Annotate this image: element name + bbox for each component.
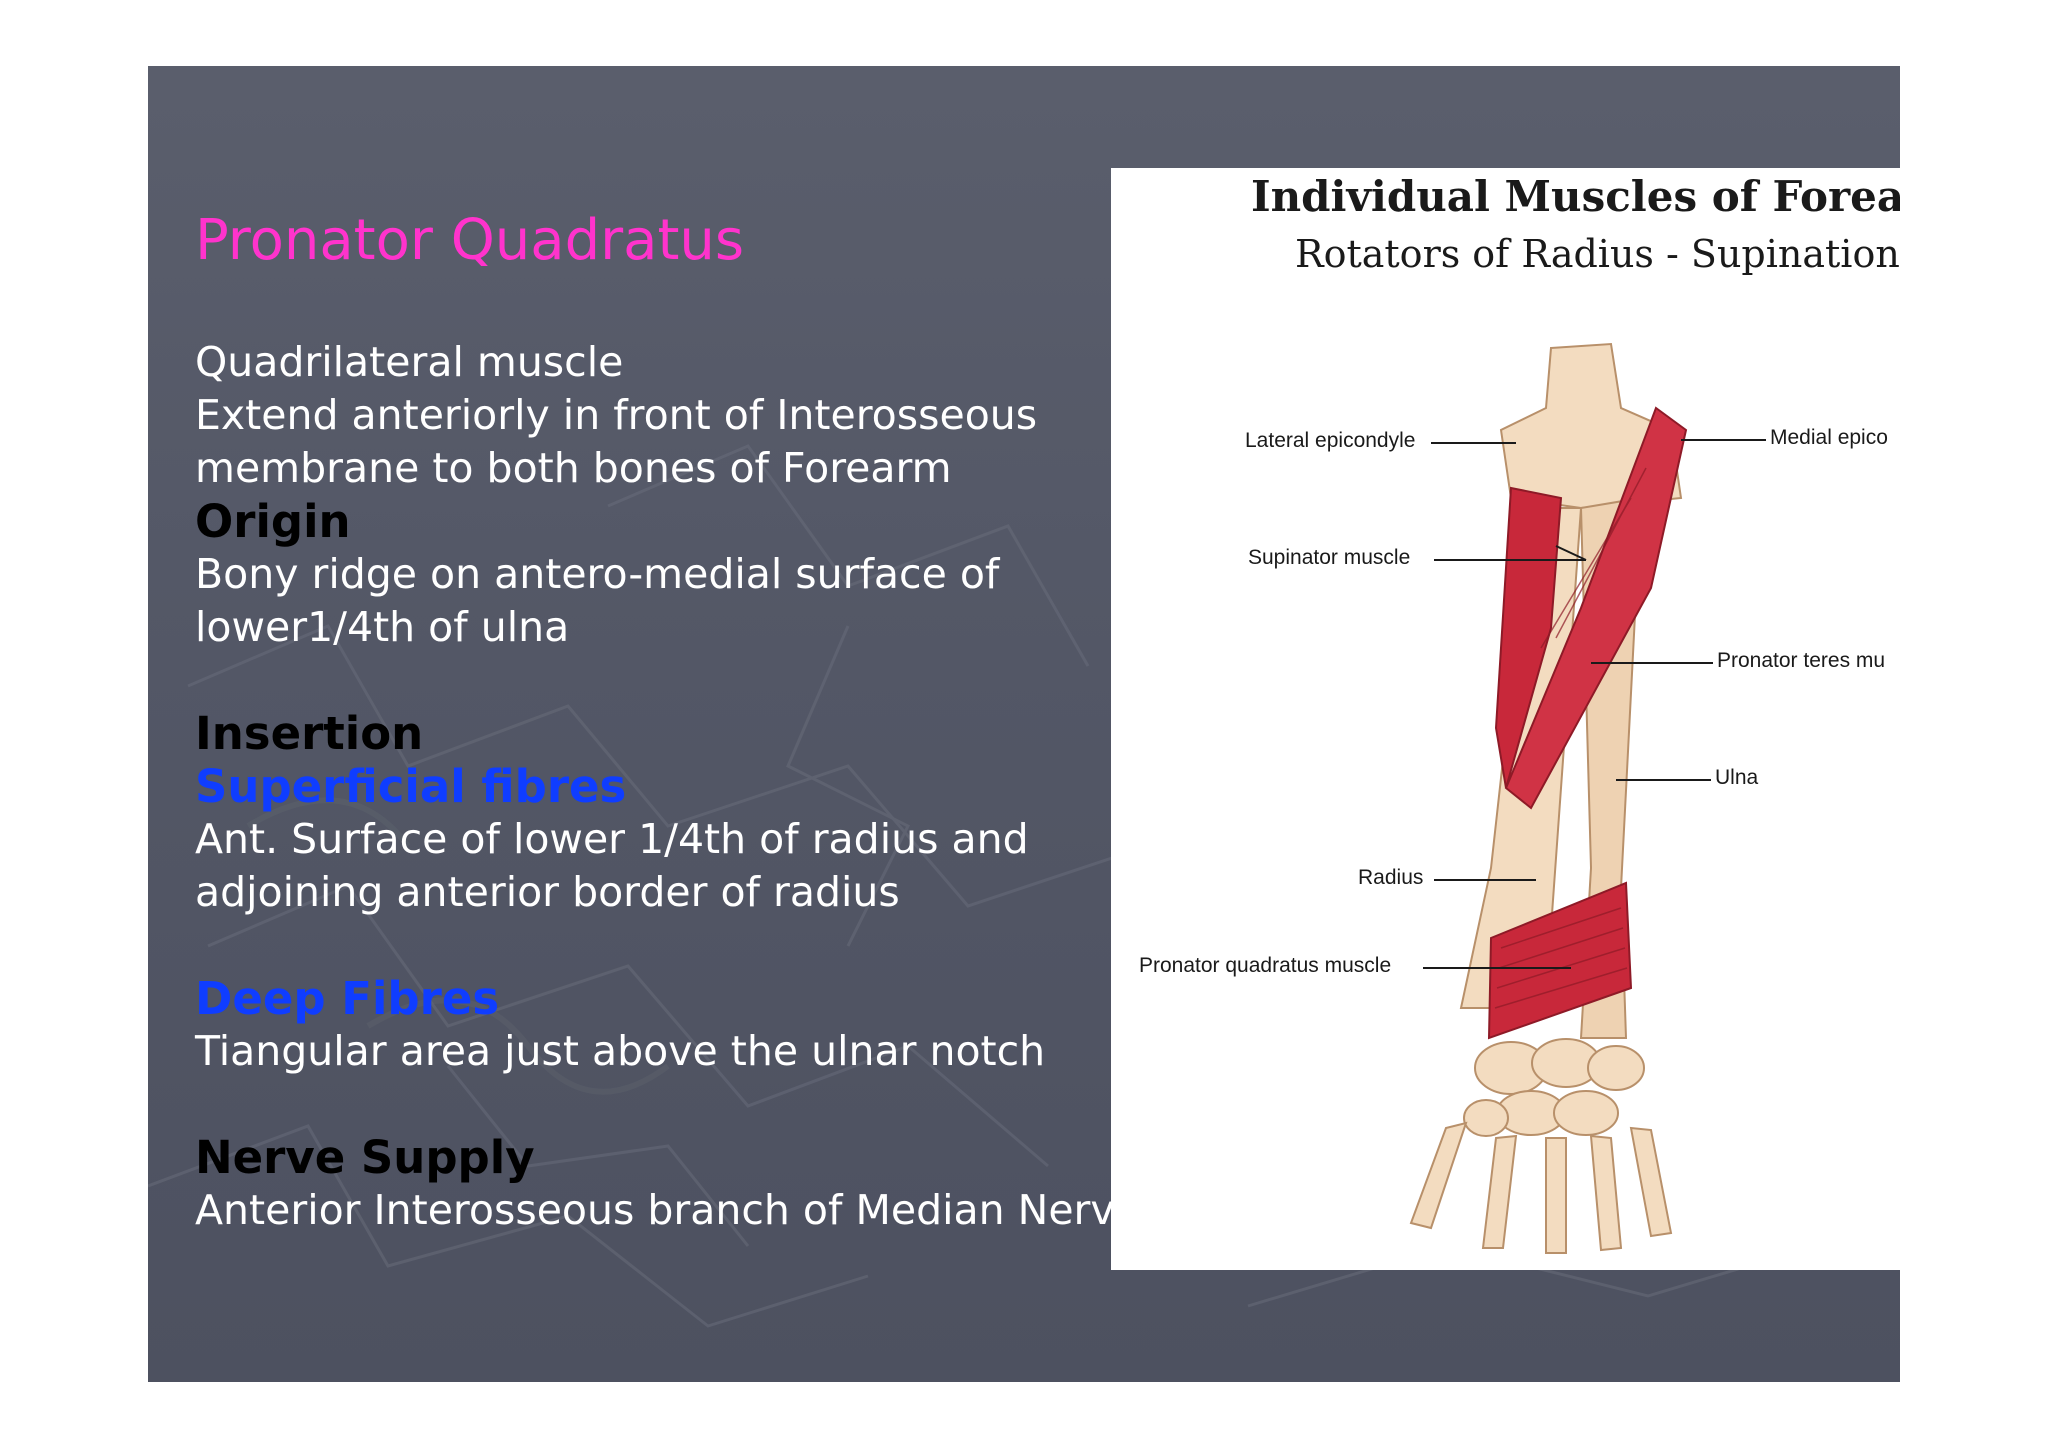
metacarpal-bones <box>1409 1121 1673 1254</box>
spacer <box>195 919 1195 972</box>
slide-title: Pronator Quadratus <box>195 208 745 273</box>
label-lateral-epicondyle: Lateral epicondyle <box>1245 429 1416 452</box>
figure-subtitle: Rotators of Radius - Supination <box>1295 232 1900 276</box>
origin-text: lower1/4th of ulna <box>195 603 570 651</box>
deep-fibres-text: Tiangular area just above the ulnar notc… <box>195 1027 1046 1075</box>
carpal-bones <box>1463 1038 1645 1137</box>
nerve-supply-text: Anterior Interosseous branch of Median N… <box>195 1186 1140 1234</box>
supinator-muscle-shape <box>1494 486 1563 789</box>
forearm-anatomy-drawing <box>1409 342 1766 1254</box>
forearm-illustration: Individual Muscles of Forearm Rotators o… <box>1111 168 1900 1270</box>
label-ulna: Ulna <box>1715 766 1759 789</box>
label-supinator-muscle: Supinator muscle <box>1248 546 1411 569</box>
slide: Pronator Quadratus Quadrilateral muscle … <box>148 66 1900 1382</box>
text-column: Pronator Quadratus Quadrilateral muscle … <box>195 206 1195 1237</box>
figure-title: Individual Muscles of Forearm <box>1251 172 1900 221</box>
label-radius: Radius <box>1358 866 1424 889</box>
deep-fibres-heading: Deep Fibres <box>195 972 500 1025</box>
superficial-fibres-heading: Superficial fibres <box>195 760 627 813</box>
superficial-fibres-text: Ant. Surface of lower 1/4th of radius an… <box>195 815 1029 863</box>
pronator-teres-muscle-shape <box>1504 406 1688 810</box>
label-pronator-teres: Pronator teres mu <box>1717 649 1886 672</box>
origin-text: Bony ridge on antero-medial surface of <box>195 550 1000 598</box>
intro-line: membrane to both bones of Forearm <box>195 444 952 492</box>
label-pronator-quadratus: Pronator quadratus muscle <box>1139 954 1392 977</box>
intro-line: Quadrilateral muscle <box>195 338 624 386</box>
spacer <box>195 1078 1195 1131</box>
nerve-supply-heading: Nerve Supply <box>195 1131 535 1184</box>
origin-heading: Origin <box>195 495 351 548</box>
insertion-heading: Insertion <box>195 707 424 760</box>
background-pattern <box>148 444 1849 1328</box>
intro-line: Extend anteriorly in front of Interosseo… <box>195 391 1038 439</box>
superficial-fibres-text: adjoining anterior border of radius <box>195 868 900 916</box>
label-medial-epicondyle: Medial epico <box>1770 426 1888 449</box>
spacer <box>195 654 1195 707</box>
